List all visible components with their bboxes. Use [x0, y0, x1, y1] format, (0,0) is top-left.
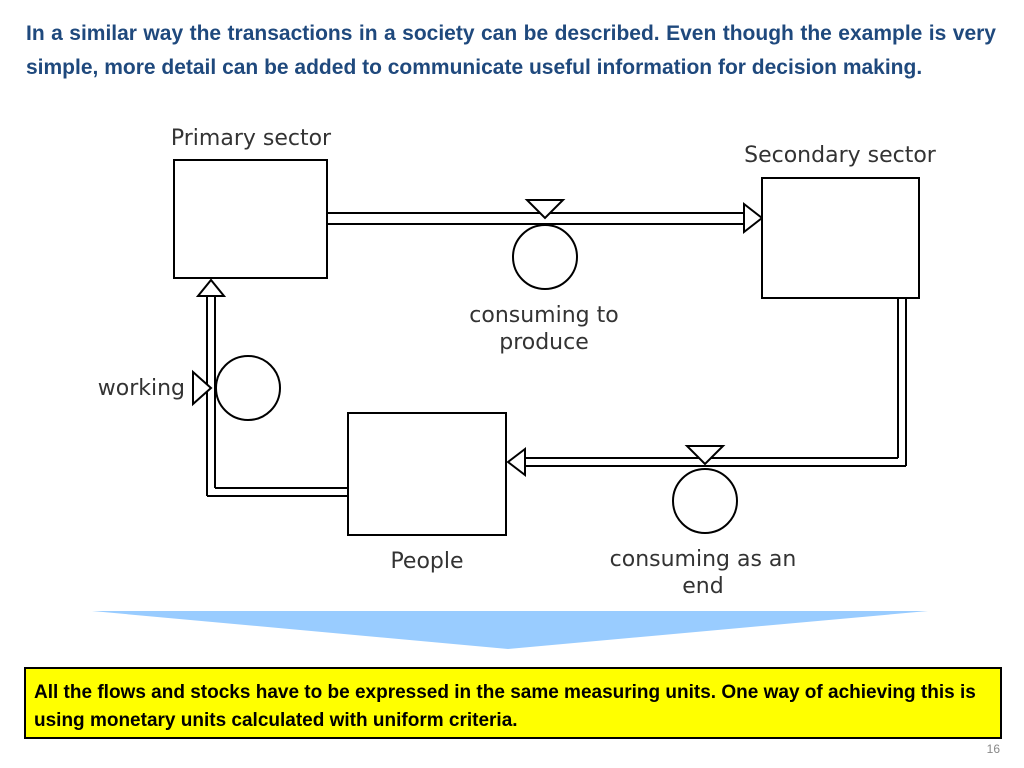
stock-people: [347, 412, 507, 536]
flow-arrowhead-to-primary: [195, 278, 227, 297]
page-number: 16: [986, 742, 1000, 756]
note-box: All the flows and stocks have to be expr…: [24, 667, 1002, 739]
valve-working: [192, 369, 213, 407]
valve-consuming-as-an-end: [684, 445, 726, 466]
label-secondary-sector: Secondary sector: [744, 143, 937, 168]
label-consuming-as-an-end-line2: end: [682, 574, 723, 599]
flow-rate-working: [215, 355, 281, 421]
label-working: working: [98, 376, 185, 401]
label-consuming-to-produce-line1: consuming to: [469, 303, 618, 328]
label-people: People: [390, 549, 463, 574]
label-primary-sector: Primary sector: [171, 126, 332, 151]
intro-paragraph: In a similar way the transactions in a s…: [26, 22, 996, 79]
down-arrow-shape: [92, 611, 928, 649]
flow-pipe-primary-to-secondary: [327, 212, 744, 225]
stock-secondary-sector: [761, 177, 920, 299]
stock-primary-sector: [173, 159, 328, 279]
label-consuming-to-produce-line2: produce: [499, 330, 589, 355]
flow-rate-consuming-to-produce: [512, 224, 578, 290]
valve-consuming-to-produce: [524, 199, 566, 220]
flow-rate-consuming-as-an-end: [672, 468, 738, 534]
label-consuming-as-an-end-line1: consuming as an: [610, 547, 797, 572]
flow-pipe-people-to-primary: [206, 296, 348, 497]
flow-arrowhead-to-secondary: [743, 201, 764, 235]
flow-arrowhead-to-people: [506, 446, 526, 478]
